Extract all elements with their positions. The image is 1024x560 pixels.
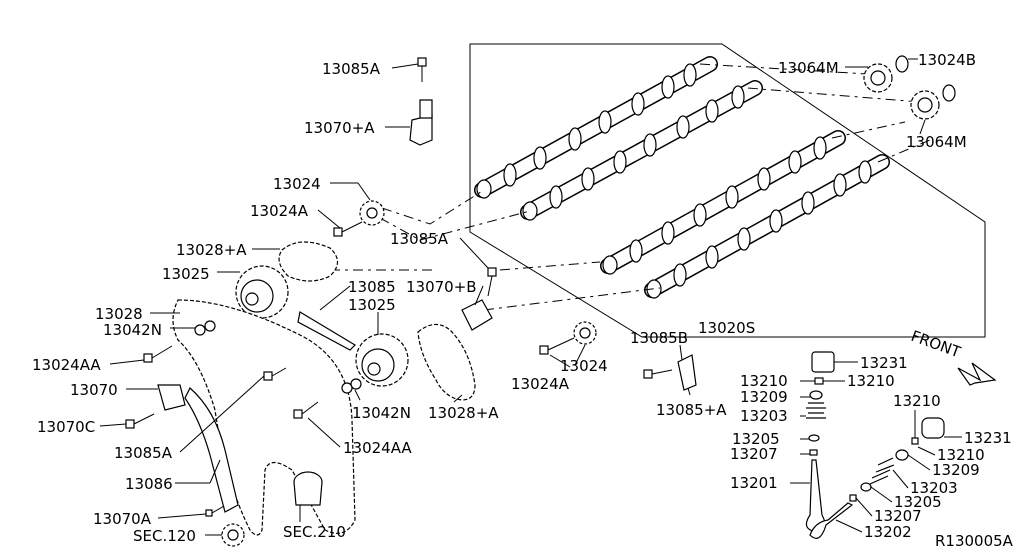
- sprocket-13064m-upper: [863, 55, 909, 93]
- valve-group-left: [805, 351, 835, 533]
- chain-13028-plus-a-upper: [278, 241, 339, 282]
- sprocket-13024-lower: [573, 321, 597, 345]
- label-13085b: 13085B: [630, 329, 688, 347]
- bracket-13085-plus-a: [677, 354, 697, 391]
- sprocket-13024-upper: [359, 200, 385, 226]
- bolt-13070a: [205, 505, 225, 517]
- label-13025-left: 13025: [162, 265, 210, 283]
- label-13203-right: 13203: [910, 479, 958, 497]
- label-13024-upper: 13024: [273, 175, 321, 193]
- label-13207-right: 13207: [874, 507, 922, 525]
- label-13207-left: 13207: [730, 445, 778, 463]
- label-13024b: 13024B: [918, 51, 976, 69]
- label-13070: 13070: [70, 381, 118, 399]
- label-13070-plus-b: 13070+B: [406, 278, 477, 296]
- label-reference: R130005A: [935, 532, 1014, 550]
- label-13085: 13085: [348, 278, 396, 296]
- label-13024aa-left: 13024AA: [32, 356, 101, 374]
- label-13086: 13086: [125, 475, 173, 493]
- bolt-13085b: [643, 369, 673, 379]
- label-13028-plus-a-upper: 13028+A: [176, 241, 247, 259]
- chain-13028-plus-a-right: [417, 323, 476, 401]
- label-13085a-mid: 13085A: [390, 230, 449, 248]
- label-13085-plus-a: 13085+A: [656, 401, 727, 419]
- label-13024a-lower: 13024A: [511, 375, 570, 393]
- label-13209-right: 13209: [932, 461, 980, 479]
- label-13028: 13028: [95, 305, 143, 323]
- label-sec210: SEC.210: [283, 523, 346, 541]
- bolt-13024aa-left: [143, 345, 173, 363]
- label-13064m-upper: 13064M: [778, 59, 839, 77]
- label-13201: 13201: [730, 474, 778, 492]
- sprocket-13025-right: [355, 333, 409, 387]
- label-13024aa-center: 13024AA: [343, 439, 412, 457]
- label-13205-left: 13205: [732, 430, 780, 448]
- label-13202: 13202: [864, 523, 912, 541]
- label-13070c: 13070C: [37, 418, 95, 436]
- bolt-13085a-mid: [487, 267, 497, 297]
- label-13024a-upper: 13024A: [250, 202, 309, 220]
- chain-guide-13086: [184, 387, 239, 513]
- label-13064m-lower: 13064M: [906, 133, 967, 151]
- chain-guide-13070: [157, 384, 186, 411]
- camshaft-1: [474, 56, 718, 199]
- bolt-13070c: [125, 413, 155, 429]
- label-13210-right-b: 13210: [937, 446, 985, 464]
- camshaft-2: [520, 80, 763, 221]
- bolt-13024a-lower: [539, 337, 575, 355]
- tensioner-sec210: [293, 471, 323, 506]
- leader-lines: [99, 58, 962, 536]
- label-13210-right-a: 13210: [893, 392, 941, 410]
- label-13231-left: 13231: [860, 354, 908, 372]
- label-13042n-right: 13042N: [352, 404, 411, 422]
- bolt-13085a-top: [417, 57, 427, 82]
- label-13025-right: 13025: [348, 296, 396, 314]
- label-13203-left: 13203: [740, 407, 788, 425]
- assembly-line-upper: [330, 189, 661, 311]
- label-13205-right: 13205: [894, 493, 942, 511]
- label-13210-left-b: 13210: [847, 372, 895, 390]
- label-13024-lower: 13024: [560, 357, 608, 375]
- bushings-13042n-left: [194, 320, 216, 336]
- sprocket-sec120: [221, 523, 245, 547]
- label-sec120: SEC.120: [133, 527, 196, 545]
- label-13085a-low: 13085A: [114, 444, 173, 462]
- label-13028-plus-a-right: 13028+A: [428, 404, 499, 422]
- tensioner-13070-plus-b: [461, 299, 493, 331]
- label-13070-plus-a: 13070+A: [304, 119, 375, 137]
- bolt-13024aa-center: [293, 401, 319, 419]
- chain-guide-13085: [297, 311, 356, 351]
- front-arrow: [957, 362, 997, 386]
- label-13085a-top: 13085A: [322, 60, 381, 78]
- label-13231-right: 13231: [964, 429, 1012, 447]
- label-13042n-left: 13042N: [103, 321, 162, 339]
- label-13209-left: 13209: [740, 388, 788, 406]
- sprocket-13064m-lower: [910, 84, 956, 120]
- camshaft-4: [644, 154, 890, 299]
- bushings-13042n-right: [341, 378, 362, 394]
- bolt-13024a-upper: [333, 221, 363, 237]
- valve-group-right: [809, 417, 945, 539]
- assembly-line-right: [699, 63, 931, 163]
- tensioner-13070-plus-a: [409, 99, 433, 146]
- label-front: FRONT: [909, 327, 964, 362]
- camshaft-group-box: [469, 43, 986, 338]
- label-13070a: 13070A: [93, 510, 152, 528]
- camshaft-3: [600, 130, 846, 275]
- label-13210-left-a: 13210: [740, 372, 788, 390]
- sprocket-13025-left: [235, 265, 289, 319]
- label-13020s: 13020S: [698, 319, 755, 337]
